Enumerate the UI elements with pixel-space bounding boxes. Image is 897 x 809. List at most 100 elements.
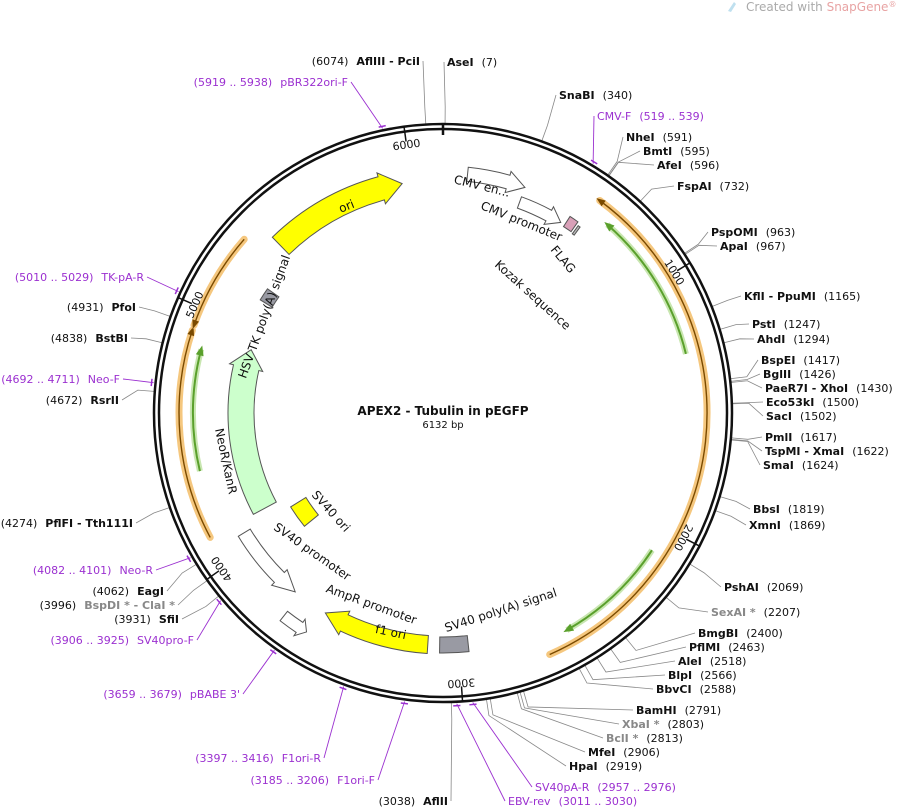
site-asei[interactable]: AseI(7)	[447, 56, 497, 69]
site-alei[interactable]: AleI(2518)	[678, 655, 746, 668]
site-position: (595)	[680, 145, 710, 158]
primer-mark-sv40pro-f	[216, 598, 222, 606]
tick-label-3000: 3000	[447, 675, 476, 690]
plasmid-name: APEX2 - Tubulin in pEGFP	[357, 404, 528, 418]
site-name: MfeI	[588, 746, 615, 759]
primer-neo-f[interactable]: (4692 .. 4711)Neo-F	[1, 373, 120, 386]
site-mfei[interactable]: MfeI (2906)	[588, 746, 660, 759]
primer-cmv-f[interactable]: CMV-F(519 .. 539)	[597, 110, 704, 123]
green-arc-1	[606, 223, 687, 355]
site-leader-bcli	[516, 691, 604, 739]
site-leader-sfii	[181, 594, 221, 620]
site-pflfi-tth111i[interactable]: (4274)PflFI - Tth111I	[1, 517, 133, 530]
feature-sv40-poly-a-signal	[439, 635, 470, 654]
site-bstbi[interactable]: (4838)BstBI	[51, 332, 128, 345]
site-bglii[interactable]: BglII(1426)	[763, 368, 836, 381]
site-position: (1247)	[784, 318, 821, 331]
site-bcli[interactable]: BclI *(2813)	[606, 732, 683, 745]
primer-ebv-rev[interactable]: EBV-rev(3011 .. 3030)	[508, 795, 637, 808]
site-leader-smai	[729, 439, 761, 466]
site-afliii-pcii[interactable]: (6074)AflIII - PciI	[312, 55, 420, 68]
green-arc-2-arrowhead	[563, 623, 575, 633]
primer-leader-pbr322ori-f	[350, 81, 383, 129]
site-leader-sexai	[664, 596, 709, 613]
site-bmti[interactable]: BmtI(595)	[643, 145, 710, 158]
site-leader-bbvci	[578, 666, 654, 690]
site-leader-bmgbi	[624, 632, 696, 651]
primer-name: EBV-rev	[508, 795, 551, 808]
site-eagi[interactable]: (4062)EagI	[93, 585, 164, 598]
site-pflmi[interactable]: PflMI(2463)	[689, 641, 765, 654]
site-pspomi[interactable]: PspOMI(963)	[711, 226, 795, 239]
primer-leader-f1ori-r	[323, 686, 345, 759]
site-name: AflII	[423, 795, 448, 808]
primer-sv40pa-r[interactable]: SV40pA-R(2957 .. 2976)	[535, 781, 676, 794]
primer-f1ori-r[interactable]: (3397 .. 3416)F1ori-R	[195, 752, 321, 765]
site-rsrii[interactable]: (4672)RsrII	[46, 394, 119, 407]
site-bspei[interactable]: BspEI(1417)	[761, 354, 840, 367]
site-pshai[interactable]: PshAI(2069)	[724, 581, 803, 594]
primer-neo-r[interactable]: (4082 .. 4101)Neo-R	[33, 564, 153, 577]
site-bamhi[interactable]: BamHI(2791)	[636, 704, 721, 717]
site-name: AleI	[678, 655, 702, 668]
site-bspdi-clai[interactable]: (3996)BspDI * - ClaI *	[40, 599, 176, 612]
site-pmli[interactable]: PmlI(1617)	[765, 431, 837, 444]
branding: Created with SnapGene®	[728, 0, 896, 14]
site-name: AflIII - PciI	[356, 55, 420, 68]
primer-mark-pbr322ori-f	[378, 124, 386, 128]
site-snabi[interactable]: SnaBI(340)	[559, 89, 632, 102]
site-xbai[interactable]: XbaI *(2803)	[622, 718, 704, 731]
site-fspai[interactable]: FspAI(732)	[677, 180, 749, 193]
site-aflii[interactable]: (3038)AflII	[379, 795, 448, 808]
site-bbsi[interactable]: BbsI(1819)	[753, 503, 824, 516]
site-leader-bstbi	[130, 337, 164, 344]
site-xmni[interactable]: XmnI(1869)	[749, 519, 825, 532]
feature-sv40-promoter	[237, 528, 297, 593]
site-nhei[interactable]: NheI(591)	[626, 131, 692, 144]
site-pfoi[interactable]: (4931)PfoI	[67, 301, 136, 314]
site-name: SacI	[766, 410, 792, 423]
site-psti[interactable]: PstI(1247)	[752, 318, 820, 331]
primer-name: pBABE 3'	[190, 688, 240, 701]
site-hpai[interactable]: HpaI(2919)	[569, 760, 642, 773]
site-position: (2906)	[623, 746, 660, 759]
site-apai[interactable]: ApaI(967)	[720, 240, 786, 253]
site-paer7i-xhoi[interactable]: PaeR7I - XhoI(1430)	[765, 382, 893, 395]
site-name: BlpI	[668, 669, 692, 682]
site-name: BmgBI	[698, 627, 738, 640]
site-leader-snabi	[540, 94, 557, 143]
site-leader-paer7i-xhoi	[729, 380, 763, 389]
site-eco53ki[interactable]: Eco53kI(1500)	[766, 396, 859, 409]
primer-range: (3185 .. 3206)	[251, 774, 330, 787]
site-bmgbi[interactable]: BmgBI(2400)	[698, 627, 783, 640]
feature-neor-kanr	[227, 348, 277, 516]
branding-text: Created with SnapGene®	[746, 0, 896, 14]
primer-sv40pro-f[interactable]: (3906 .. 3925)SV40pro-F	[50, 634, 194, 647]
primer-name: Neo-F	[88, 373, 120, 386]
site-leader-bamhi	[522, 689, 634, 711]
primer-f1ori-f[interactable]: (3185 .. 3206)F1ori-F	[251, 774, 376, 787]
site-bbvci[interactable]: BbvCI(2588)	[656, 683, 736, 696]
site-position: (2919)	[606, 760, 643, 773]
site-tspmi-xmai[interactable]: TspMI - XmaI(1622)	[765, 445, 889, 458]
site-afei[interactable]: AfeI(596)	[657, 159, 719, 172]
primer-pbabe-3[interactable]: (3659 .. 3679)pBABE 3'	[103, 688, 240, 701]
site-name: BamHI	[636, 704, 677, 717]
primer-name: TK-pA-R	[100, 271, 144, 284]
site-smai[interactable]: SmaI(1624)	[763, 459, 838, 472]
primers: CMV-F(519 .. 539) SV40pA-R(2957 .. 2976)E…	[1, 76, 704, 808]
site-position: (340)	[603, 89, 633, 102]
primer-pbr322ori-f[interactable]: (5919 .. 5938)pBR322ori-F	[194, 76, 348, 89]
primer-tk-pa-r[interactable]: (5010 .. 5029)TK-pA-R	[15, 271, 145, 284]
site-name: TspMI - XmaI	[765, 445, 844, 458]
site-blpi[interactable]: BlpI(2566)	[668, 669, 737, 682]
site-position: (1417)	[803, 354, 840, 367]
restriction-sites: AseI(7) SnaBI(340) NheI(591)BmtI(595)AfeI(…	[1, 55, 893, 808]
site-sfii[interactable]: (3931)SfiI	[114, 613, 179, 626]
site-saci[interactable]: SacI(1502)	[766, 410, 837, 423]
site-ahdi[interactable]: AhdI(1294)	[757, 333, 830, 346]
site-leader-bglii	[729, 373, 761, 382]
site-sexai[interactable]: SexAI *(2207)	[711, 606, 800, 619]
site-name: ApaI	[720, 240, 748, 253]
site-kfli-ppumi[interactable]: KflI - PpuMI(1165)	[744, 290, 860, 303]
